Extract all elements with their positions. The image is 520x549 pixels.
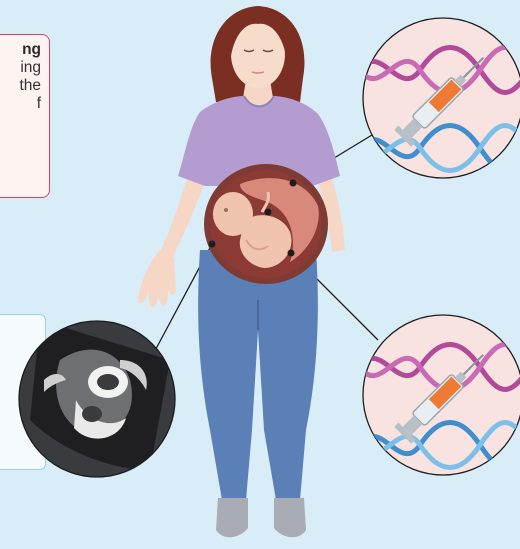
gene-therapy-circle-top bbox=[360, 18, 520, 178]
gene-therapy-circle-bottom bbox=[360, 315, 520, 475]
ultrasound-circle bbox=[19, 320, 175, 477]
pregnant-woman-icon bbox=[138, 6, 345, 537]
